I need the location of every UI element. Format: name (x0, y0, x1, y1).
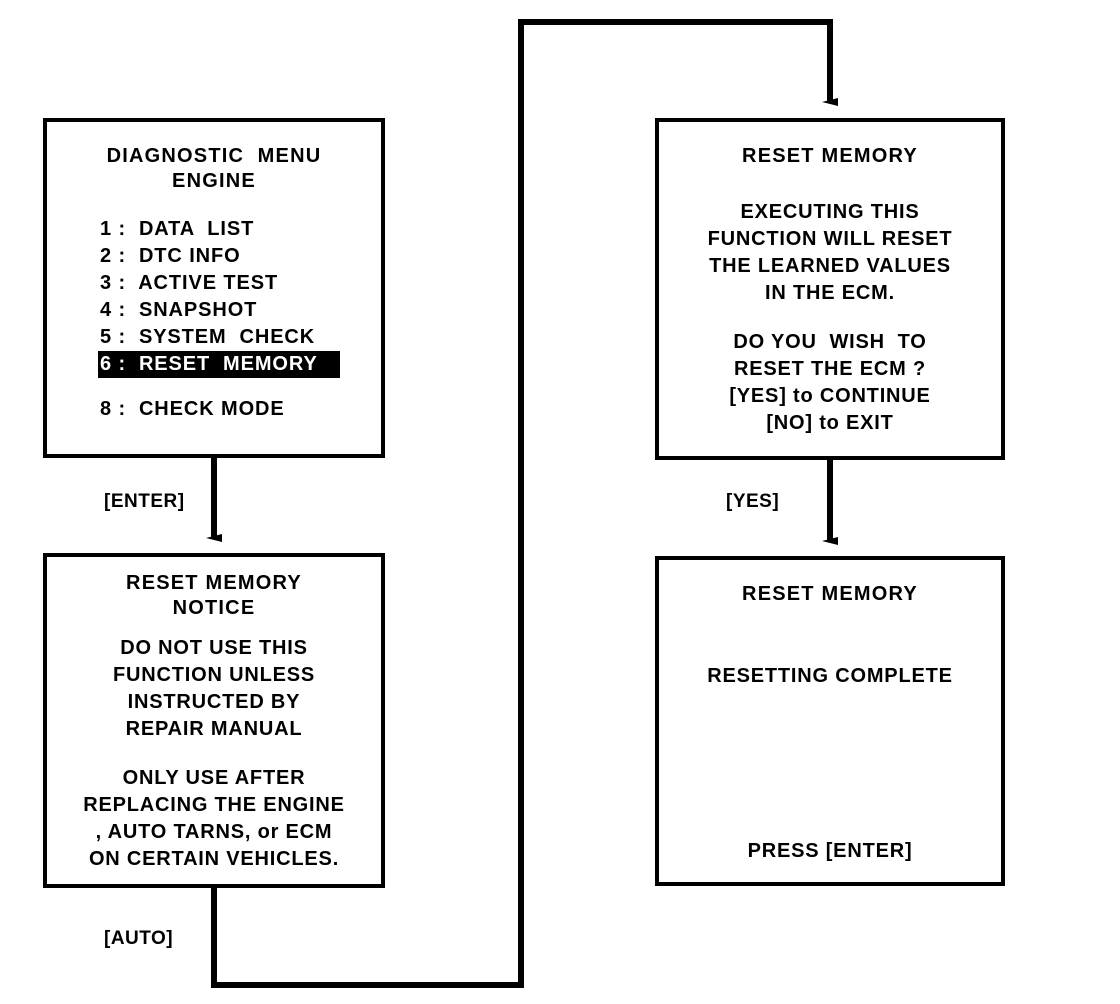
diagnostic-menu-title-line2: ENGINE (172, 170, 256, 192)
reset-confirm-question-line1: DO YOU WISH TO (733, 331, 927, 353)
reset-complete-status: RESETTING COMPLETE (707, 665, 953, 687)
reset-notice-para2-line4: ON CERTAIN VEHICLES. (88, 848, 340, 870)
reset-complete-title: RESET MEMORY (742, 583, 918, 605)
reset-notice-title-line2: NOTICE (172, 597, 256, 619)
menu-item-system-check[interactable]: 5 : SYSTEM CHECK (100, 326, 316, 348)
connector-label-yes: [YES] (726, 491, 780, 512)
reset-complete-prompt[interactable]: PRESS [ENTER] (747, 840, 913, 862)
reset-notice-para1-line2: FUNCTION UNLESS (113, 664, 315, 686)
reset-notice-para1-line3: INSTRUCTED BY (127, 691, 301, 713)
reset-confirm-yes-option[interactable]: [YES] to CONTINUE (729, 385, 931, 407)
reset-notice-para2-line2: REPLACING THE ENGINE (83, 794, 345, 816)
menu-item-reset-memory[interactable]: 6 : RESET MEMORY (98, 351, 340, 378)
reset-notice-para2-line3: , AUTO TARNS, or ECM (95, 821, 333, 843)
reset-notice-para1-line4: REPAIR MANUAL (125, 718, 303, 740)
menu-item-dtc-info[interactable]: 2 : DTC INFO (100, 245, 241, 267)
menu-item-check-mode[interactable]: 8 : CHECK MODE (100, 398, 285, 420)
reset-confirm-no-option[interactable]: [NO] to EXIT (766, 412, 894, 434)
screen-reset-memory-notice: RESET MEMORY NOTICE DO NOT USE THIS FUNC… (43, 553, 385, 888)
connector-label-enter: [ENTER] (104, 491, 185, 512)
menu-item-snapshot[interactable]: 4 : SNAPSHOT (100, 299, 258, 321)
reset-confirm-para1-line2: FUNCTION WILL RESET (707, 228, 953, 250)
screen-reset-memory-complete: RESET MEMORY RESETTING COMPLETE PRESS [E… (655, 556, 1005, 886)
reset-confirm-question-line2: RESET THE ECM ? (733, 358, 926, 380)
reset-confirm-para1-line1: EXECUTING THIS (740, 201, 920, 223)
diagnostic-menu-title-line1: DIAGNOSTIC MENU (106, 145, 322, 167)
screen-reset-memory-confirm: RESET MEMORY EXECUTING THIS FUNCTION WIL… (655, 118, 1005, 460)
connector-label-auto: [AUTO] (104, 928, 174, 949)
menu-item-active-test[interactable]: 3 : ACTIVE TEST (100, 272, 279, 294)
connector-auto-line (211, 19, 838, 988)
reset-notice-title-line1: RESET MEMORY (126, 572, 302, 594)
reset-confirm-para1-line4: IN THE ECM. (765, 282, 895, 304)
menu-gap (98, 378, 340, 396)
reset-notice-para1-line1: DO NOT USE THIS (120, 637, 308, 659)
screen-diagnostic-menu: DIAGNOSTIC MENU ENGINE 1 : DATA LIST 2 :… (43, 118, 385, 458)
reset-notice-para2-line1: ONLY USE AFTER (122, 767, 306, 789)
diagnostic-menu-list: 1 : DATA LIST 2 : DTC INFO 3 : ACTIVE TE… (98, 216, 340, 423)
menu-item-data-list[interactable]: 1 : DATA LIST (100, 218, 255, 240)
reset-confirm-para1-line3: THE LEARNED VALUES (709, 255, 951, 277)
reset-confirm-title: RESET MEMORY (742, 145, 918, 167)
